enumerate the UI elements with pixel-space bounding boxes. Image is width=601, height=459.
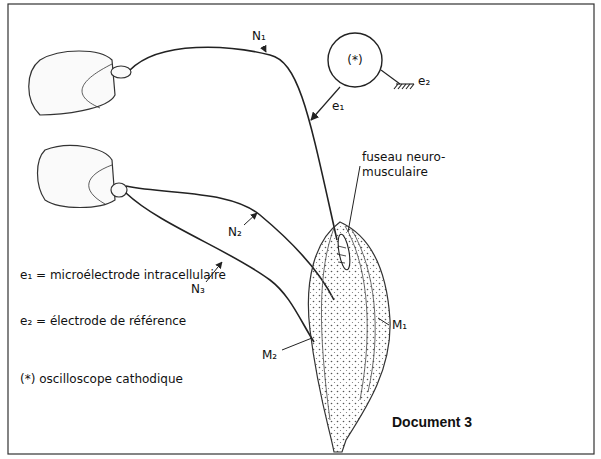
- legend-note: (*) oscilloscope cathodique: [20, 372, 183, 387]
- electrode-label: e₂: [418, 74, 430, 89]
- neuromuscular-spindle: [336, 233, 352, 270]
- figure-caption: Document 3: [392, 414, 472, 430]
- legend-note: e₁ = microélectrode intracellulaire: [20, 268, 240, 283]
- ground-electrode: [381, 70, 414, 89]
- muscle-label: M₁: [392, 318, 407, 333]
- oscilloscope-circle: (*): [327, 32, 383, 88]
- nerve-label: N₃: [191, 282, 205, 297]
- muscle-label: M₂: [262, 348, 277, 363]
- spinal-cord: [29, 51, 131, 208]
- legend-note: e₂ = électrode de référence: [20, 314, 186, 329]
- leader-lines: [206, 46, 389, 350]
- electrode-label: e₁: [332, 99, 344, 114]
- muscle: [308, 222, 390, 452]
- structure-label: fuseau neuro-musculaire: [362, 150, 467, 180]
- nerve-label: N₂: [228, 225, 242, 240]
- node-text: (*): [347, 53, 362, 67]
- frame: [8, 4, 594, 454]
- nerve-label: N₁: [252, 29, 266, 44]
- nerves: [126, 47, 337, 342]
